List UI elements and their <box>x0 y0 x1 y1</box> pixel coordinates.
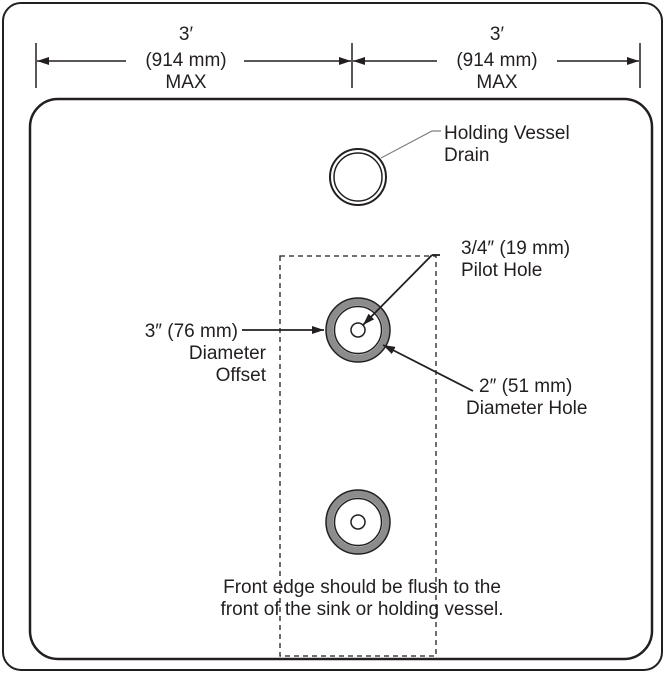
offset-label-line3: Offset <box>216 365 267 386</box>
diameter-hole <box>333 305 383 355</box>
holding-vessel-drain-inner <box>333 152 383 202</box>
offset-ring-edge <box>325 297 391 363</box>
pilot-hole-label-line2: Pilot Hole <box>461 260 542 281</box>
sink-outline <box>28 97 654 661</box>
diameter-hole-leader-arrow <box>382 344 474 392</box>
dimension-right-max: MAX <box>476 72 518 93</box>
pilot-hole-callout: 3/4″ (19 mm) Pilot Hole <box>461 238 570 281</box>
offset-callout: 3″ (76 mm) Diameter Offset <box>145 321 267 386</box>
dimension-label-right: 3′ (914 mm) MAX <box>456 24 537 93</box>
pilot-hole-label-line1: 3/4″ (19 mm) <box>461 238 570 259</box>
dimension-left-mm: (914 mm) <box>145 50 226 71</box>
front-edge-note: Front edge should be flush to the front … <box>220 577 503 620</box>
drain-label-line2: Drain <box>444 145 489 166</box>
pilot-hole <box>350 322 366 338</box>
front-edge-note-line2: front of the sink or holding vessel. <box>220 599 503 620</box>
front-edge-note-line1: Front edge should be flush to the <box>223 577 501 598</box>
lower-pilot-hole <box>350 514 366 530</box>
lower-offset-ring <box>326 490 390 554</box>
drain-label-line1: Holding Vessel <box>444 123 570 144</box>
lower-diameter-hole <box>333 497 383 547</box>
offset-label-line2: Diameter <box>189 343 267 364</box>
dimension-label-left: 3′ (914 mm) MAX <box>145 24 226 93</box>
pilot-hole-leader-arrow <box>362 254 433 326</box>
diameter-hole-label-line1: 2″ (51 mm) <box>479 376 572 397</box>
diameter-hole-callout: 2″ (51 mm) Diameter Hole <box>466 376 587 419</box>
template-strip-dashed <box>279 255 437 657</box>
dimension-right-mm: (914 mm) <box>456 50 537 71</box>
dimension-right-feet: 3′ <box>490 24 505 45</box>
drain-callout: Holding Vessel Drain <box>444 123 570 166</box>
dimension-left-feet: 3′ <box>179 24 194 45</box>
offset-label-line1: 3″ (76 mm) <box>145 321 238 342</box>
lower-offset-ring-edge <box>325 489 391 555</box>
diameter-hole-label-line2: Diameter Hole <box>466 398 587 419</box>
drain-leader-line <box>380 130 441 159</box>
dimension-left-max: MAX <box>165 72 207 93</box>
holding-vessel-drain-outer <box>329 148 387 206</box>
